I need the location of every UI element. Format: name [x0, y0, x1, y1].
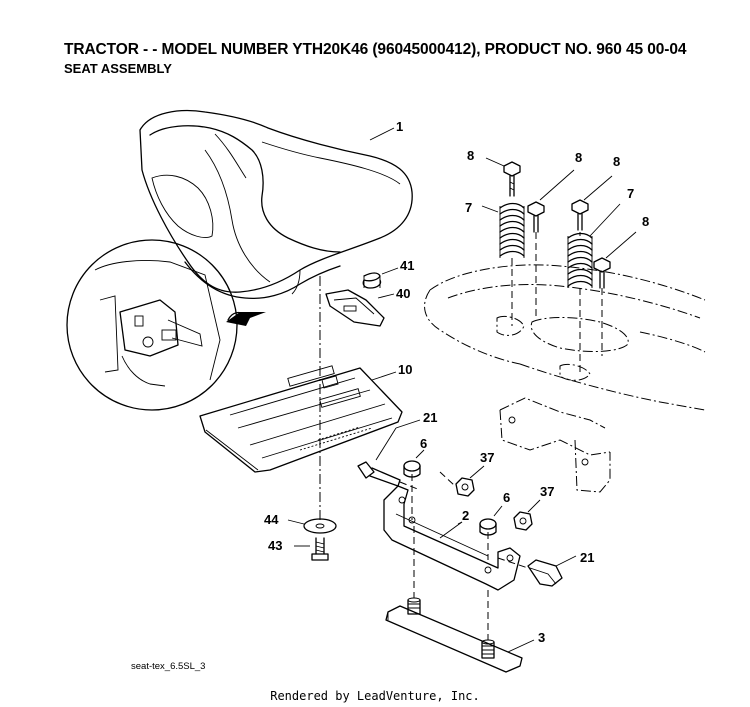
nut-part-6-left	[403, 449, 425, 478]
page-subtitle: SEAT ASSEMBLY	[64, 61, 172, 76]
callout-6b: 6	[503, 490, 510, 505]
callout-21b: 21	[580, 550, 594, 565]
bolt-part-8-c	[571, 175, 613, 231]
latch-part-40	[325, 289, 395, 327]
diagram-code: seat-tex_6.5SL_3	[131, 661, 206, 672]
callout-8b: 8	[575, 150, 582, 165]
spring-part-41	[362, 267, 399, 289]
bolt-part-21-left	[357, 427, 421, 491]
callout-37a: 37	[480, 450, 494, 465]
callout-7b: 7	[627, 186, 634, 201]
alignment-line-plate	[413, 526, 489, 640]
alignment-line-nuts-left	[411, 471, 456, 520]
callout-40: 40	[396, 286, 410, 301]
plate-part-3	[385, 597, 535, 673]
callout-43: 43	[268, 538, 282, 553]
bracket-part-2	[383, 485, 521, 591]
locknut-part-37-left	[455, 465, 485, 497]
callout-21a: 21	[423, 410, 437, 425]
callout-10: 10	[398, 362, 412, 377]
leader-part-2	[457, 521, 463, 525]
bolt-part-8-a	[485, 157, 521, 197]
callout-3: 3	[538, 630, 545, 645]
spring-part-7-left	[481, 202, 525, 258]
seat-part-1	[139, 109, 413, 300]
leader-part-1	[369, 127, 395, 141]
callout-44: 44	[264, 512, 279, 527]
callout-41: 41	[400, 258, 414, 273]
callout-8d: 8	[642, 214, 649, 229]
spring-part-7-right	[567, 203, 621, 288]
bolt-part-8-d	[593, 231, 637, 289]
nut-part-6-right	[479, 505, 503, 536]
washer-part-44	[287, 518, 337, 534]
bolt-part-21-right	[497, 555, 577, 587]
tractor-frame-outline	[424, 264, 706, 493]
callout-37b: 37	[540, 484, 554, 499]
callout-6a: 6	[420, 436, 427, 451]
callout-8c: 8	[613, 154, 620, 169]
callout-2: 2	[462, 508, 469, 523]
leader-part-21-left	[395, 419, 421, 429]
render-credit: Rendered by LeadVenture, Inc.	[270, 689, 480, 703]
callout-8a: 8	[467, 148, 474, 163]
detail-inset-view	[66, 239, 266, 411]
locknut-part-37-right	[513, 499, 541, 531]
bolt-part-8-b	[527, 169, 575, 233]
callout-7a: 7	[465, 200, 472, 215]
seat-pan-part-10	[199, 365, 403, 473]
bolt-part-43	[294, 537, 329, 561]
page-title: TRACTOR - - MODEL NUMBER YTH20K46 (96045…	[64, 41, 687, 58]
callout-1: 1	[396, 119, 403, 134]
